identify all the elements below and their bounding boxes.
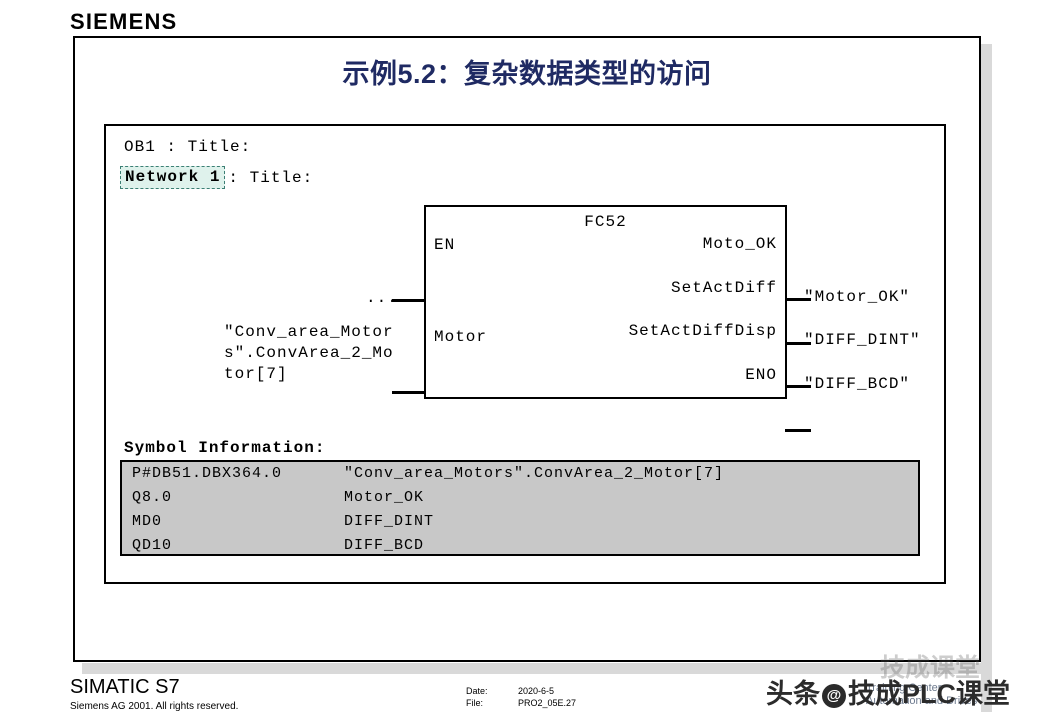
slide-frame: 示例5.2：复杂数据类型的访问 OB1 : Title: Network 1 :… — [73, 36, 981, 662]
symbol-information-table: P#DB51.DBX364.0 "Conv_area_Motors".ConvA… — [120, 460, 920, 556]
footer-meta: Date: 2020-6-5 File: PRO2_05E.27 — [466, 685, 576, 709]
network-title-row: Network 1 : Title: — [120, 166, 314, 190]
operand-setactdiff: "DIFF_DINT" — [804, 331, 921, 349]
training-line-1: Training Center — [866, 682, 942, 694]
wire-motor-input — [392, 391, 426, 394]
wire-en-input — [392, 299, 426, 302]
watermark-ghost: 技成课堂 — [880, 654, 981, 682]
watermark: 头条@技成PLC课堂 — [766, 672, 1010, 711]
operand-moto-ok: "Motor_OK" — [804, 288, 911, 306]
footer-date-value: 2020-6-5 — [518, 686, 555, 696]
pin-eno: ENO — [745, 366, 777, 384]
watermark-prefix: 头条 — [766, 679, 820, 709]
wire-setactdiffdisp-output — [785, 385, 811, 388]
symbol-information-title: Symbol Information: — [124, 439, 326, 457]
operand-en: ... — [366, 289, 398, 307]
slide-shadow-right — [981, 44, 992, 712]
fc-block-name: FC52 — [584, 213, 627, 231]
operand-motor: "Conv_area_Motor s".ConvArea_2_Mo tor[7] — [224, 323, 394, 383]
table-row: Q8.0 Motor_OK — [122, 486, 918, 510]
symbol-address: P#DB51.DBX364.0 — [132, 465, 283, 482]
pin-en: EN — [434, 236, 456, 254]
at-icon: @ — [822, 684, 846, 708]
pin-setactdiff: SetActDiff — [670, 279, 777, 297]
symbol-name: DIFF_BCD — [344, 537, 425, 554]
footer-file-value: PRO2_05E.27 — [518, 698, 577, 708]
table-row: MD0 DIFF_DINT — [122, 510, 918, 534]
wire-moto-ok-output — [785, 298, 811, 301]
symbol-name: "Conv_area_Motors".ConvArea_2_Motor[7] — [344, 465, 725, 482]
symbol-name: DIFF_DINT — [344, 513, 435, 530]
symbol-address: QD10 — [132, 537, 173, 554]
siemens-logo: SIEMENS — [70, 9, 178, 34]
table-row: P#DB51.DBX364.0 "Conv_area_Motors".ConvA… — [122, 462, 918, 486]
footer-product: SIMATIC S7 — [70, 676, 180, 698]
footer-training-center: Training Center Automation and Drives — [866, 682, 977, 708]
pin-setactdiffdisp: SetActDiffDisp — [628, 322, 777, 340]
footer-file-label: File: — [466, 698, 484, 708]
footer-file-row: File: PRO2_05E.27 — [466, 697, 576, 709]
symbol-name: Motor_OK — [344, 489, 425, 506]
operand-setactdiffdisp: "DIFF_BCD" — [804, 375, 911, 393]
footer-date-row: Date: 2020-6-5 — [466, 685, 576, 697]
footer-copyright: Siemens AG 2001. All rights reserved. — [70, 701, 239, 712]
table-row: QD10 DIFF_BCD — [122, 534, 918, 558]
ob-title-line: OB1 : Title: — [124, 138, 252, 156]
network-selection-box[interactable]: Network 1 — [120, 166, 226, 190]
wire-eno-output — [785, 429, 811, 432]
footer-date-label: Date: — [466, 686, 488, 696]
wire-setactdiff-output — [785, 342, 811, 345]
training-line-2: Automation and Drives — [866, 695, 978, 707]
pin-motor: Motor — [434, 328, 488, 346]
watermark-text: 技成PLC课堂 — [848, 679, 1010, 709]
fc52-block[interactable]: FC52 EN Motor Moto_OK SetActDiff SetActD… — [424, 205, 787, 399]
symbol-address: Q8.0 — [132, 489, 173, 506]
page-title: 示例5.2：复杂数据类型的访问 — [342, 59, 712, 89]
pin-moto-ok: Moto_OK — [702, 235, 777, 253]
slide-shadow-bottom — [82, 663, 992, 674]
symbol-address: MD0 — [132, 513, 163, 530]
network-title-rest: : Title: — [228, 168, 314, 187]
network-panel: OB1 : Title: Network 1 : Title: ... "Con… — [104, 124, 946, 584]
